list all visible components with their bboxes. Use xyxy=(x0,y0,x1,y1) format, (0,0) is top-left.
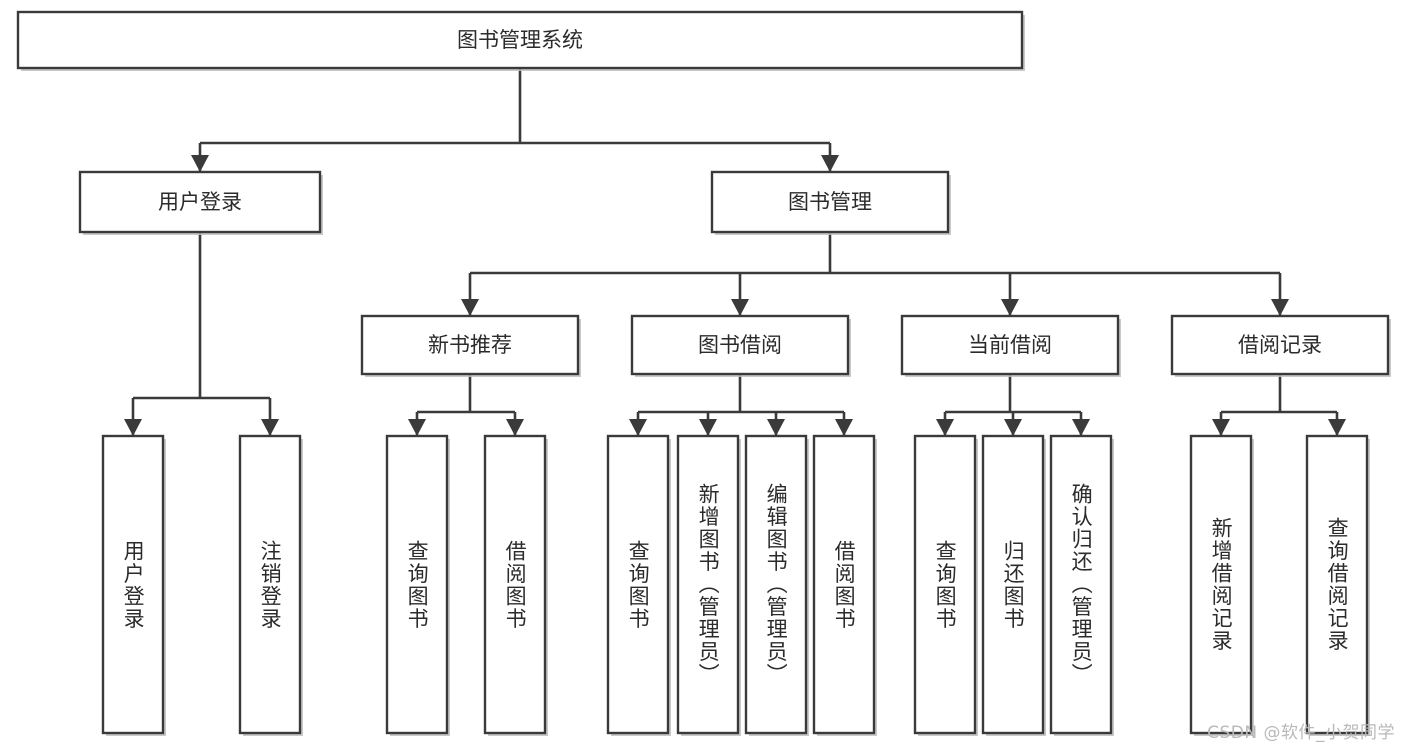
node-label: 图书管理系统 xyxy=(457,28,583,52)
node-book-borrow[interactable] xyxy=(630,314,851,377)
edges-layer xyxy=(124,68,1346,436)
node-leaf-user-logout[interactable] xyxy=(238,434,303,736)
csdn-watermark: CSDN @软件_小贺同学 xyxy=(1207,723,1395,743)
node-leaf-borrow-edit[interactable] xyxy=(744,434,809,736)
node-leaf-cur-return[interactable] xyxy=(981,434,1046,736)
node-leaf-borrow-add[interactable] xyxy=(676,434,741,736)
node-label: 图书借阅 xyxy=(698,333,782,357)
node-leaf-cur-query[interactable] xyxy=(913,434,978,736)
node-leaf-borrow-query[interactable] xyxy=(606,434,671,736)
node-borrow-record[interactable] xyxy=(1170,314,1391,377)
node-label: 图书管理 xyxy=(788,190,872,214)
node-leaf-borrow-lend[interactable] xyxy=(812,434,877,736)
node-leaf-rec-borrow[interactable] xyxy=(483,434,548,736)
node-book-manage[interactable] xyxy=(710,170,951,235)
node-current-borrow[interactable] xyxy=(900,314,1121,377)
node-label: 用户登录 xyxy=(158,190,242,214)
node-label: 借阅记录 xyxy=(1238,333,1322,357)
node-leaf-rec-query2[interactable] xyxy=(1305,434,1370,736)
node-leaf-rec-query[interactable] xyxy=(385,434,450,736)
node-label: 新书推荐 xyxy=(428,333,512,357)
node-leaf-cur-confirm[interactable] xyxy=(1049,434,1114,736)
node-new-book-rec[interactable] xyxy=(360,314,581,377)
node-user-login[interactable] xyxy=(78,170,323,235)
node-leaf-user-login[interactable] xyxy=(101,434,166,736)
node-leaf-rec-add[interactable] xyxy=(1189,434,1254,736)
node-root[interactable] xyxy=(16,10,1025,71)
node-label: 当前借阅 xyxy=(968,333,1052,357)
